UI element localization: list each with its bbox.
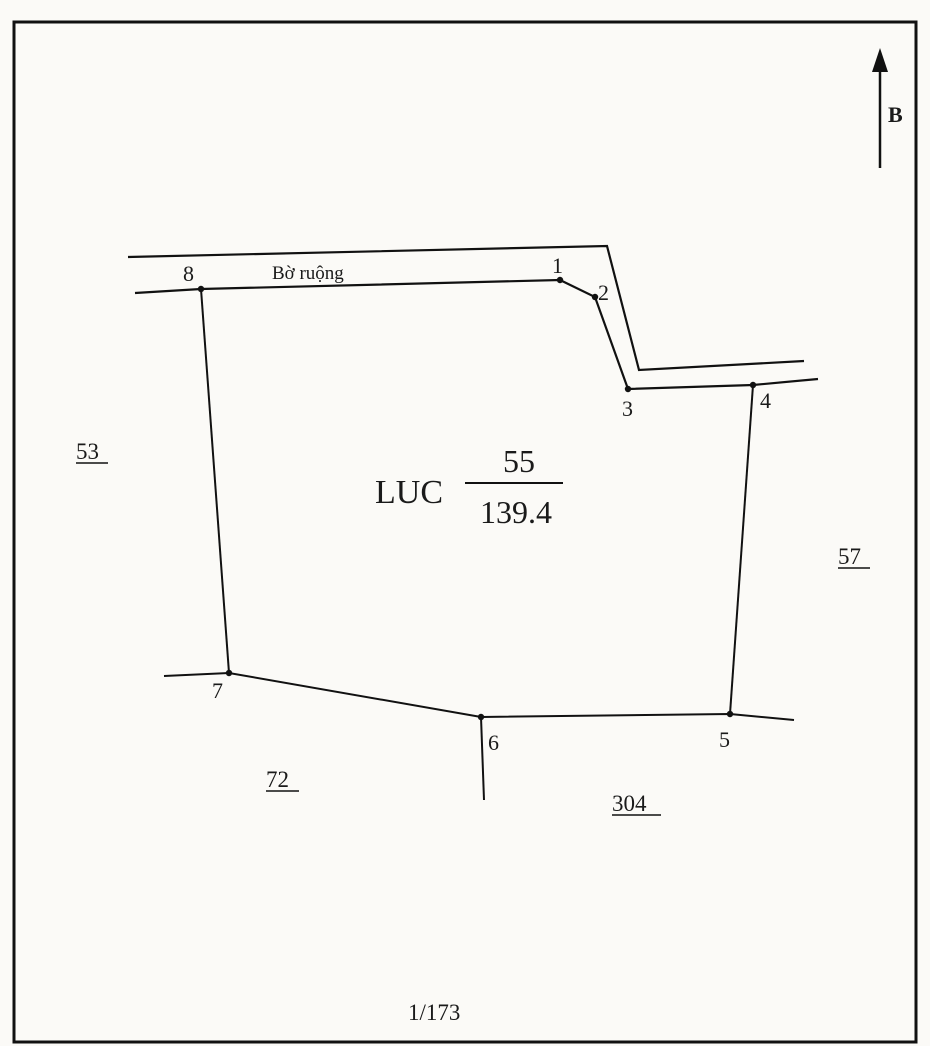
north-label: B xyxy=(888,102,903,127)
vertex-7-dot xyxy=(225,669,233,677)
land-type-code: LUC xyxy=(375,474,443,511)
boundary-6-south xyxy=(480,716,485,801)
neighbor-parcel-southwest: 72 xyxy=(266,767,289,792)
vertex-2-dot xyxy=(591,293,599,301)
road-outer-edge xyxy=(127,244,805,372)
road-inner-edge xyxy=(134,278,819,391)
vertex-markers xyxy=(197,276,757,721)
neighbor-parcel-west: 53 xyxy=(76,439,99,464)
vertex-label-5: 5 xyxy=(719,727,730,752)
vertex-label-3: 3 xyxy=(622,396,633,421)
vertex-5-dot xyxy=(726,710,734,718)
vertex-label-4: 4 xyxy=(760,388,771,413)
road-label: Bờ ruộng xyxy=(272,263,344,284)
boundary-8-7 xyxy=(200,288,230,674)
vertex-label-6: 6 xyxy=(488,730,499,755)
vertex-label-1: 1 xyxy=(552,253,563,278)
neighbor-parcel-east: 57 xyxy=(838,544,861,569)
map-frame xyxy=(12,20,918,1044)
vertex-label-8: 8 xyxy=(183,261,194,286)
vertex-8-dot xyxy=(197,285,205,293)
vertex-3-dot xyxy=(624,385,632,393)
map-scale: 1/173 xyxy=(408,1000,460,1025)
boundary-4-5 xyxy=(729,384,754,715)
vertex-label-7: 7 xyxy=(212,678,223,703)
neighbor-parcel-southeast: 304 xyxy=(612,791,647,816)
parcel-number: 55 xyxy=(503,443,535,479)
north-arrow xyxy=(872,48,888,168)
vertex-label-2: 2 xyxy=(598,280,609,305)
vertex-1-dot xyxy=(556,276,564,284)
vertex-6-dot xyxy=(477,713,485,721)
boundary-south xyxy=(163,671,795,721)
vertex-4-dot xyxy=(749,381,757,389)
parcel-area: 139.4 xyxy=(480,494,552,530)
